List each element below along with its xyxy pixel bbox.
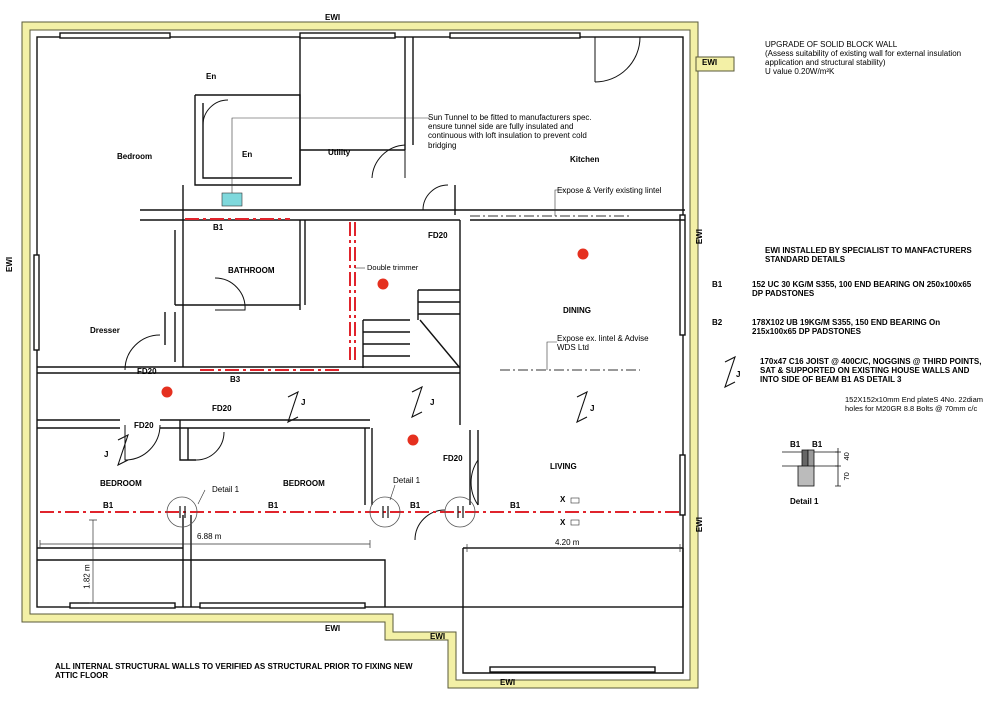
dimension-width-right: 4.20 m	[555, 538, 580, 547]
detail-caption: Detail 1	[790, 497, 819, 506]
dimension-width-left: 6.88 m	[197, 532, 222, 541]
detail-b1-right: B1	[812, 440, 823, 449]
legend-ewi-u: U value 0.20W/m²K	[765, 67, 835, 76]
ewi-inner-edge	[29, 29, 691, 681]
room-living: LIVING	[550, 462, 577, 471]
detail-dim-40: 40	[841, 452, 851, 461]
tag-j-1: J	[301, 398, 306, 407]
ewi-label-right-upper: EWI	[694, 229, 704, 245]
annotation-expose-verify: Expose & Verify existing lintel	[557, 186, 662, 195]
leader-lines	[197, 189, 565, 505]
footer-note: ALL INTERNAL STRUCTURAL WALLS TO VERIFIE…	[55, 662, 413, 681]
tag-x-1: X	[560, 495, 566, 504]
room-bedroom-left: BEDROOM	[100, 479, 142, 488]
legend-ewi-title: UPGRADE OF SOLID BLOCK WALL	[765, 40, 898, 49]
room-kitchen: Kitchen	[570, 155, 600, 164]
detail-circles	[166, 496, 476, 528]
tag-b1-low-2: B1	[268, 501, 279, 510]
tag-b1-upper: B1	[213, 223, 224, 232]
annotation-detail-1b: Detail 1	[393, 476, 421, 485]
lintel-markers	[470, 215, 640, 371]
legend-ewi-desc: (Assess suitability of existing wall for…	[765, 49, 962, 68]
tag-b1-low-4: B1	[510, 501, 521, 510]
annotation-detail-1a: Detail 1	[212, 485, 240, 494]
beam-end-marks	[179, 506, 464, 518]
tag-fd20-living: FD20	[443, 454, 463, 463]
ewi-label-left: EWI	[5, 256, 14, 272]
door-swings	[124, 36, 641, 541]
ewi-label-right-lower: EWI	[694, 517, 704, 533]
detail-1-drawing	[782, 448, 841, 487]
sun-tunnel-marker	[221, 192, 243, 207]
ewi-label-top: EWI	[325, 13, 341, 22]
room-dining: DINING	[563, 306, 591, 315]
room-dresser: Dresser	[90, 326, 120, 335]
joist-symbols	[117, 355, 736, 467]
dimension-height-left: 1.82 m	[82, 564, 92, 589]
light-markers	[161, 248, 589, 446]
legend-ewi-swatch	[695, 56, 735, 72]
tag-fd20-left1: FD20	[137, 367, 157, 376]
detail-dim-70: 70	[841, 472, 851, 481]
legend-b1-key: B1	[712, 280, 723, 289]
room-en-1: En	[206, 72, 217, 81]
legend-b2-text: 178X102 UB 19KG/M S355, 150 END BEARING …	[752, 318, 941, 337]
detail-note: 152X152x10mm End plateS 4No. 22diam hole…	[845, 395, 984, 413]
tag-j-3: J	[590, 404, 595, 413]
walls	[33, 32, 686, 674]
annotation-double-trimmer: Double trimmer	[367, 263, 419, 272]
legend-j-text: 170x47 C16 JOIST @ 400C/C, NOGGINS @ THI…	[760, 357, 982, 385]
ewi-label-bottom-left: EWI	[325, 624, 341, 633]
tag-fd20-left2: FD20	[134, 421, 154, 430]
tag-fd20-upper: FD20	[428, 231, 448, 240]
annotation-expose-lintel: Expose ex. lintel & Advise WDS Ltd	[557, 334, 649, 353]
legend-b2-key: B2	[712, 318, 723, 327]
ewi-label-bottom-mid: EWI	[430, 632, 446, 641]
room-utility: Utility	[328, 148, 351, 157]
tag-j-2: J	[430, 398, 435, 407]
beam-lines	[40, 218, 680, 513]
detail-b1-left: B1	[790, 440, 801, 449]
legend-ewi-key: EWI	[702, 58, 718, 67]
tag-x-2: X	[560, 518, 566, 527]
dimension-lines	[39, 519, 681, 604]
legend-b1-text: 152 UC 30 KG/M S355, 100 END BEARING ON …	[752, 280, 972, 299]
tag-b3: B3	[230, 375, 241, 384]
legend-j-key: J	[736, 370, 741, 379]
tag-j-4: J	[104, 450, 109, 459]
ewi-label-bottom-right: EWI	[500, 678, 516, 687]
room-en-2: En	[242, 150, 253, 159]
room-bedroom-mid: BEDROOM	[283, 479, 325, 488]
tag-b1-low-3: B1	[410, 501, 421, 510]
room-bathroom: BATHROOM	[228, 266, 275, 275]
tag-fd20-mid: FD20	[212, 404, 232, 413]
annotation-sun-tunnel: Sun Tunnel to be fitted to manufacturers…	[428, 113, 592, 150]
x-marks	[570, 497, 580, 526]
room-bedroom-top: Bedroom	[117, 152, 153, 161]
legend-spec-title: EWI INSTALLED BY SPECIALIST TO MANFACTUR…	[765, 246, 972, 265]
tag-b1-low-1: B1	[103, 501, 114, 510]
